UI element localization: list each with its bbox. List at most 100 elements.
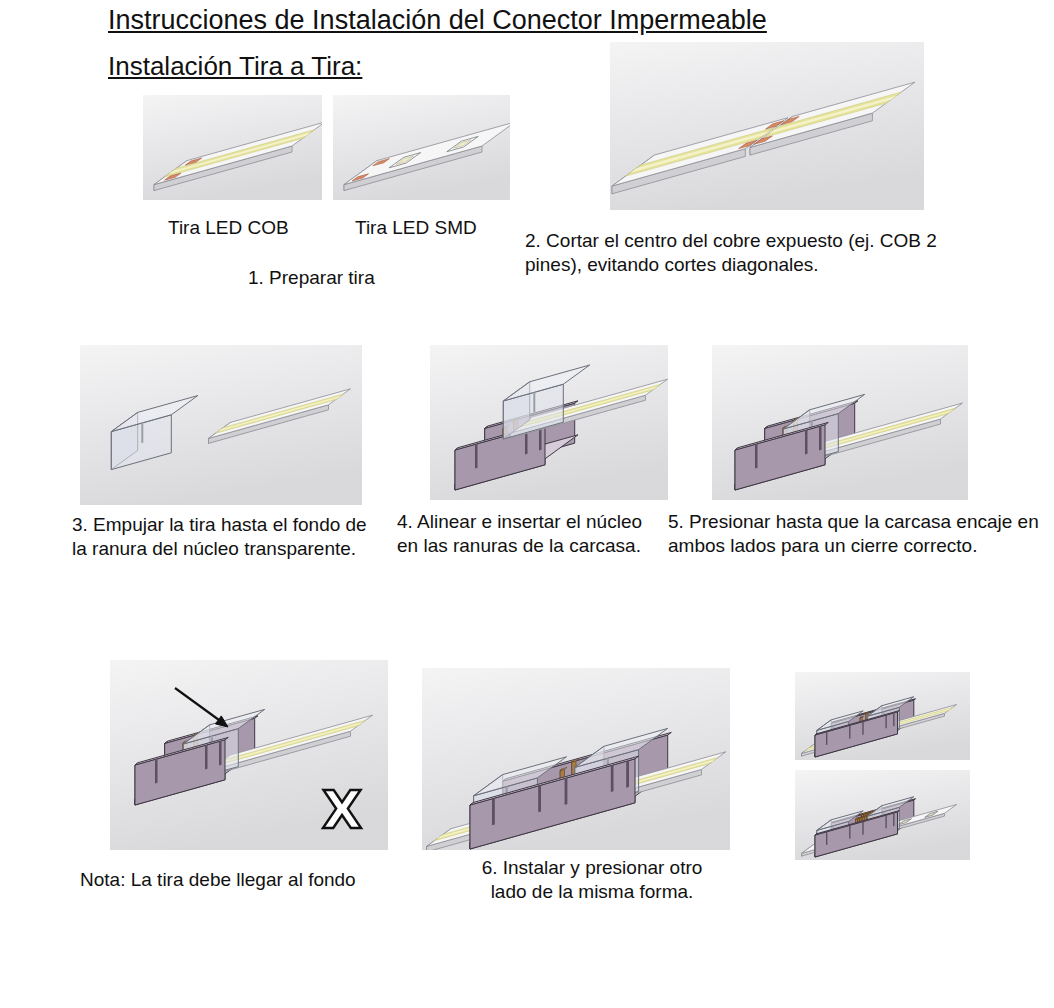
result-cob-picture	[795, 672, 970, 760]
housing-slot	[219, 741, 222, 766]
housing-slot	[885, 815, 886, 829]
housing-slot	[565, 778, 568, 805]
step4-picture	[430, 345, 668, 500]
cob-band	[626, 128, 775, 177]
photo-ground	[430, 345, 668, 500]
housing-wall	[815, 712, 898, 757]
pointer-arrow-head	[215, 716, 228, 727]
note-picture	[110, 660, 388, 850]
smd-led-lens	[396, 156, 414, 164]
caption: Tira LED COB	[168, 216, 289, 240]
housing-wall	[455, 425, 545, 490]
copper-pad	[373, 159, 389, 166]
photo-ground	[422, 668, 730, 850]
cob-band	[764, 92, 902, 138]
photo-ground	[333, 95, 510, 200]
housing-wall	[470, 756, 639, 805]
smd-led-lens	[454, 140, 472, 148]
housing-slot	[155, 759, 158, 784]
cross-mark: X	[322, 784, 362, 836]
housing-wall	[735, 422, 828, 450]
core-slot	[141, 423, 143, 444]
cob-band-glow	[768, 95, 896, 134]
photo-ground	[795, 770, 970, 860]
housing-wall	[815, 812, 898, 857]
photo-ground	[610, 42, 924, 210]
housing-slot	[893, 813, 894, 827]
contact-pin	[560, 768, 567, 771]
step6-picture	[422, 668, 730, 850]
housing-wall	[470, 759, 635, 849]
housing-slot	[755, 444, 758, 469]
transparent-core	[503, 365, 589, 401]
cob-band	[216, 394, 344, 433]
housing-slot	[862, 721, 863, 735]
core-slot	[533, 392, 535, 413]
photo-ground	[712, 345, 968, 500]
smd-led	[925, 811, 938, 817]
pointer-arrow	[175, 688, 219, 720]
step5-picture	[712, 345, 968, 500]
housing-slot	[893, 713, 894, 727]
cob-band-glow	[218, 722, 363, 764]
contact-pin	[572, 759, 579, 762]
cut-picture	[610, 42, 924, 210]
subtitle: Instalación Tira a Tira:	[108, 50, 362, 83]
smd-led	[447, 136, 478, 151]
smd-strip-picture	[333, 95, 510, 200]
housing-slot	[538, 785, 541, 812]
housing-slot	[492, 798, 495, 825]
led-strip	[154, 122, 322, 185]
cob-band-glow	[218, 396, 341, 432]
step-caption: 2. Cortar el centro del cobre expuesto (…	[525, 229, 977, 277]
contact-pin	[860, 716, 864, 718]
step-caption: 3. Empujar la tira hasta el fondo de la …	[72, 513, 377, 561]
housing-slot	[805, 430, 808, 455]
housing-slot	[885, 715, 886, 729]
housing-slot	[862, 821, 863, 835]
cob-band	[165, 130, 315, 177]
step-caption: 1. Preparar tira	[248, 266, 375, 290]
caption: Tira LED SMD	[355, 216, 477, 240]
housing-slot	[826, 832, 827, 846]
housing-wall	[815, 811, 899, 835]
copper-pad	[352, 174, 368, 181]
housing-slot	[475, 444, 478, 469]
smd-led	[389, 153, 420, 168]
cob-strip-picture	[143, 95, 322, 200]
housing-wall	[815, 711, 899, 735]
photo-ground	[80, 345, 362, 505]
housing-slot	[205, 745, 208, 770]
result-smd-picture	[795, 770, 970, 860]
copper-pad	[185, 158, 201, 165]
copper-pad	[766, 121, 784, 129]
step-caption: 5. Presionar hasta que la carcasa encaje…	[668, 510, 1048, 558]
smd-led	[898, 819, 911, 825]
step-caption: 4. Alinear e insertar el núcleo en las r…	[397, 510, 661, 558]
housing-wall	[135, 737, 228, 765]
housing-slot	[826, 732, 827, 746]
photo-ground	[110, 660, 388, 850]
copper-pad	[165, 173, 181, 180]
housing-slot	[611, 765, 614, 792]
housing-wall	[735, 425, 825, 490]
step-caption: 6. Instalar y presionar otro lado de la …	[462, 856, 722, 904]
housing-slot	[819, 426, 822, 451]
title: Instrucciones de Instalación del Conecto…	[108, 4, 767, 38]
led-strip	[750, 82, 915, 147]
housing-slot	[626, 761, 629, 788]
step3-picture	[80, 345, 362, 505]
note: Nota: La tira debe llegar al fondo	[80, 868, 356, 892]
cob-band-glow	[168, 132, 311, 174]
led-strip	[344, 122, 510, 185]
illustrations	[80, 42, 970, 860]
contact-pin	[866, 712, 869, 714]
cob-band-glow	[630, 131, 769, 173]
led-strip	[612, 118, 788, 186]
smd-led-lens	[901, 820, 908, 823]
led-strip	[209, 389, 351, 439]
housing-slot	[849, 725, 850, 739]
